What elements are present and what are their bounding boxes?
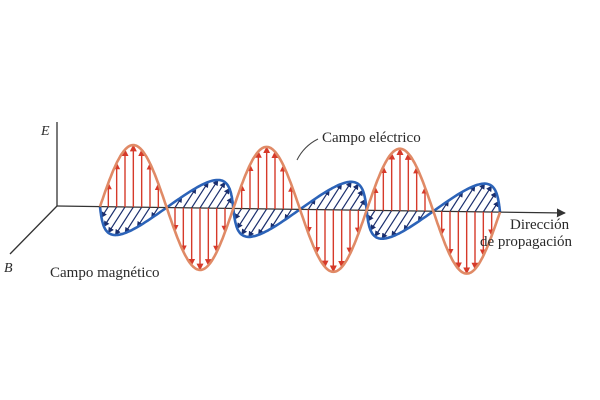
magnetic-vector [224, 197, 233, 209]
magnetic-vector [324, 183, 343, 211]
magnetic-vector [241, 208, 259, 236]
electric-field-wave [98, 143, 502, 275]
electric-curve [98, 143, 502, 275]
magnetic-vector [199, 179, 219, 209]
magnetic-vector [349, 189, 364, 211]
magnetic-vector [107, 206, 126, 234]
e-axis-label: E [40, 124, 50, 139]
magnetic-vector [374, 210, 393, 237]
magnetic-vector [207, 181, 226, 209]
magnetic-vector [248, 208, 268, 238]
b-axis [9, 205, 58, 255]
magnetic-vector [403, 210, 418, 232]
magnetic-vector [332, 181, 352, 211]
magnetic-vector [114, 206, 134, 236]
magnetic-vector [449, 191, 464, 212]
electric-label-leader [296, 138, 319, 161]
electric-field-label: Campo eléctrico [322, 130, 421, 146]
magnetic-vector [136, 206, 151, 228]
magnetic-vector [370, 210, 384, 231]
magnetic-vector [457, 185, 476, 212]
magnetic-vector [103, 206, 118, 228]
magnetic-vector [257, 208, 276, 236]
magnetic-vector [357, 198, 366, 211]
direction-label-line2: de propagación [480, 234, 573, 250]
axes [9, 122, 58, 255]
magnetic-vector [381, 210, 401, 240]
magnetic-vector [182, 187, 197, 209]
magnetic-vector [234, 208, 243, 220]
magnetic-vector [236, 208, 251, 229]
magnetic-vector [391, 210, 409, 238]
magnetic-vector [191, 181, 209, 209]
magnetic-vector [270, 208, 284, 230]
magnetic-vector [100, 206, 109, 218]
magnetic-vector [474, 185, 493, 213]
magnetic-vector [341, 183, 359, 211]
magnetic-vector [216, 187, 230, 209]
magnetic-vector [491, 200, 500, 213]
magnetic-vector [482, 191, 497, 213]
magnetic-vector [367, 210, 376, 222]
magnetic-vector [466, 183, 486, 212]
direction-label-line1: Dirección [510, 217, 570, 233]
magnetic-field-label: Campo magnético [50, 265, 160, 281]
b-axis-label: B [4, 261, 13, 276]
magnetic-vector [316, 189, 330, 210]
magnetic-vector [124, 206, 143, 234]
